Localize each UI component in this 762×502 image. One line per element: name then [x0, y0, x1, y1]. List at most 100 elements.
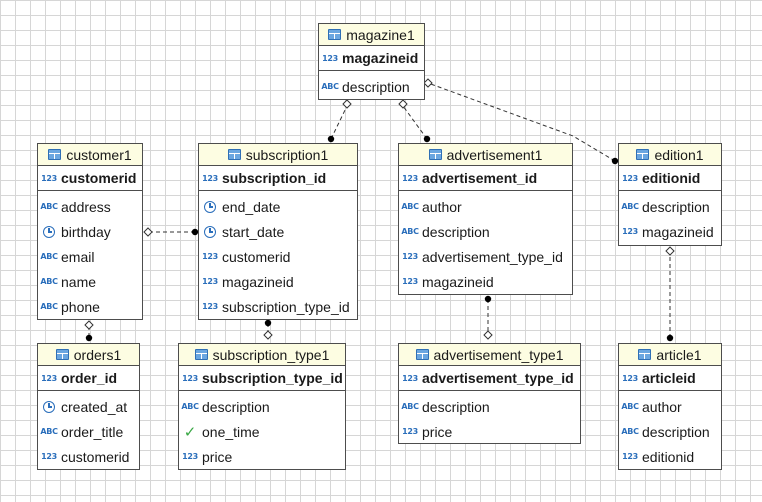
table-magazine1[interactable]: magazine1 123 magazineid ABC description	[318, 23, 425, 100]
column-row[interactable]: ABC description	[179, 394, 345, 419]
column-name: birthday	[61, 223, 111, 240]
table-header[interactable]: customer1	[38, 144, 142, 166]
column-name: magazineid	[342, 50, 419, 66]
text-type-icon: ABC	[621, 427, 639, 436]
column-name: end_date	[222, 198, 281, 215]
column-row[interactable]: ABC address	[38, 194, 142, 219]
column-row[interactable]: 123 magazineid	[199, 269, 357, 294]
column-name: start_date	[222, 223, 285, 240]
column-row[interactable]: ABC description	[619, 194, 721, 219]
primary-key-row[interactable]: 123 advertisement_type_id	[399, 366, 580, 391]
column-name: description	[342, 78, 410, 95]
table-header[interactable]: magazine1	[319, 24, 424, 46]
text-type-icon: ABC	[40, 202, 58, 211]
numeric-type-icon: 123	[402, 427, 418, 436]
column-row[interactable]: ABC description	[399, 219, 572, 244]
table-icon	[638, 349, 652, 360]
diamond-magazine-left	[342, 99, 352, 109]
column-row[interactable]: 123 customerid	[199, 244, 357, 269]
diamond-subtype	[263, 330, 273, 340]
primary-key-row[interactable]: 123 customerid	[38, 166, 142, 191]
column-row[interactable]: birthday	[38, 219, 142, 244]
numeric-type-icon: 123	[182, 452, 198, 461]
table-edition1[interactable]: edition1 123 editionid ABC description 1…	[618, 143, 722, 246]
column-row[interactable]: ABC description	[619, 419, 721, 444]
column-name: description	[642, 198, 710, 215]
column-row[interactable]: ABC email	[38, 244, 142, 269]
table-title: magazine1	[346, 26, 415, 43]
table-article1[interactable]: article1 123 articleid ABC author ABC de…	[618, 343, 722, 470]
clock-icon	[43, 225, 55, 238]
table-header[interactable]: advertisement_type1	[399, 344, 580, 366]
link-subscription-magazine[interactable]	[330, 105, 348, 140]
column-row[interactable]: 123 magazineid	[399, 269, 572, 294]
column-name: address	[61, 198, 111, 215]
column-row[interactable]: ABC author	[619, 394, 721, 419]
column-row[interactable]: 123 editionid	[619, 444, 721, 469]
column-name: articleid	[642, 370, 696, 386]
table-header[interactable]: edition1	[619, 144, 721, 166]
table-title: advertisement1	[446, 146, 543, 163]
primary-key-row[interactable]: 123 subscription_type_id	[179, 366, 345, 391]
table-subscription1[interactable]: subscription1 123 subscription_id end_da…	[198, 143, 358, 320]
numeric-type-icon: 123	[622, 373, 638, 383]
text-type-icon: ABC	[321, 82, 339, 91]
primary-key-row[interactable]: 123 articleid	[619, 366, 721, 391]
primary-key-row[interactable]: 123 editionid	[619, 166, 721, 191]
table-header[interactable]: subscription1	[199, 144, 357, 166]
table-header[interactable]: article1	[619, 344, 721, 366]
column-row[interactable]: ABC order_title	[38, 419, 139, 444]
column-row[interactable]: 123 price	[179, 444, 345, 469]
column-row[interactable]: ABC description	[319, 74, 424, 99]
column-row[interactable]: ABC phone	[38, 294, 142, 319]
column-row[interactable]: ABC description	[399, 394, 580, 419]
table-title: subscription1	[245, 146, 329, 163]
column-row[interactable]: 123 price	[399, 419, 580, 444]
link-advertisement-magazine[interactable]	[402, 105, 428, 140]
numeric-type-icon: 123	[322, 53, 338, 63]
column-name: customerid	[61, 170, 137, 186]
primary-key-row[interactable]: 123 magazineid	[319, 46, 424, 71]
column-name: description	[642, 423, 710, 440]
table-advertisement-type1[interactable]: advertisement_type1 123 advertisement_ty…	[398, 343, 581, 444]
table-header[interactable]: advertisement1	[399, 144, 572, 166]
column-row[interactable]: 123 advertisement_type_id	[399, 244, 572, 269]
table-title: customer1	[66, 146, 132, 163]
column-name: magazineid	[222, 273, 294, 290]
column-name: magazineid	[422, 273, 494, 290]
column-row[interactable]: created_at	[38, 394, 139, 419]
column-row[interactable]: ABC name	[38, 269, 142, 294]
clock-icon	[43, 400, 55, 413]
table-title: advertisement_type1	[433, 346, 564, 363]
column-row[interactable]: end_date	[199, 194, 357, 219]
column-name: advertisement_type_id	[422, 248, 563, 265]
link-edition-magazine[interactable]	[427, 82, 616, 162]
table-advertisement1[interactable]: advertisement1 123 advertisement_id ABC …	[398, 143, 573, 295]
column-row[interactable]: start_date	[199, 219, 357, 244]
column-name: author	[642, 398, 682, 415]
numeric-type-icon: 123	[202, 252, 218, 261]
column-row[interactable]: 123 subscription_type_id	[199, 294, 357, 319]
text-type-icon: ABC	[401, 402, 419, 411]
table-header[interactable]: subscription_type1	[179, 344, 345, 366]
table-customer1[interactable]: customer1 123 customerid ABC address bir…	[37, 143, 143, 320]
numeric-type-icon: 123	[182, 373, 198, 383]
column-name: advertisement_id	[422, 170, 538, 186]
text-type-icon: ABC	[181, 402, 199, 411]
table-header[interactable]: orders1	[38, 344, 139, 366]
column-row[interactable]: 123 magazineid	[619, 219, 721, 244]
column-row[interactable]: ✓ one_time	[179, 419, 345, 444]
column-name: description	[422, 398, 490, 415]
diamond-magazine-right	[423, 78, 433, 88]
numeric-type-icon: 123	[202, 277, 218, 286]
column-row[interactable]: 123 customerid	[38, 444, 139, 469]
primary-key-row[interactable]: 123 order_id	[38, 366, 139, 391]
numeric-type-icon: 123	[402, 252, 418, 261]
table-orders1[interactable]: orders1 123 order_id created_at ABC orde…	[37, 343, 140, 470]
table-icon	[636, 149, 650, 160]
primary-key-row[interactable]: 123 advertisement_id	[399, 166, 572, 191]
column-name: phone	[61, 298, 100, 315]
primary-key-row[interactable]: 123 subscription_id	[199, 166, 357, 191]
table-subscription-type1[interactable]: subscription_type1 123 subscription_type…	[178, 343, 346, 470]
column-row[interactable]: ABC author	[399, 194, 572, 219]
